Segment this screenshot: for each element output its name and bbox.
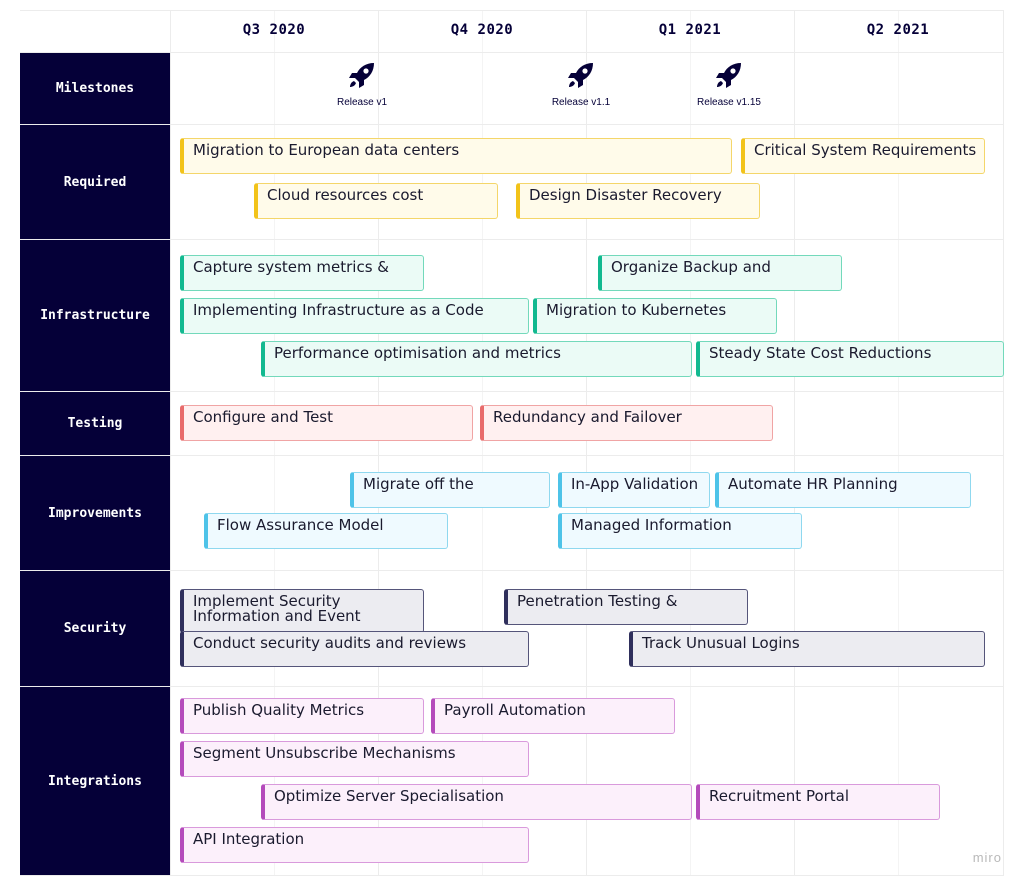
- grid-line: [20, 686, 1004, 687]
- grid-line: [378, 10, 379, 875]
- row-label-testing: Testing: [20, 392, 170, 455]
- grid-line: [20, 52, 1004, 53]
- grid-line: [20, 124, 1004, 125]
- milestone-label: Release v1.15: [697, 97, 761, 108]
- card-migration-european-data-centers[interactable]: Migration to European data centers: [180, 138, 732, 174]
- card-optimize-server-specialisation[interactable]: Optimize Server Specialisation: [261, 784, 692, 820]
- card-steady-state-cost-reductions[interactable]: Steady State Cost Reductions: [696, 341, 1004, 377]
- card-organize-backup[interactable]: Organize Backup and: [598, 255, 842, 291]
- milestone-label: Release v1.1: [551, 97, 611, 108]
- card-migrate-off-the[interactable]: Migrate off the: [350, 472, 550, 508]
- grid-line: [586, 10, 587, 875]
- grid-line: [20, 570, 1004, 571]
- card-redundancy-and-failover[interactable]: Redundancy and Failover: [480, 405, 773, 441]
- card-configure-and-test[interactable]: Configure and Test: [180, 405, 473, 441]
- quarter-header-q4-2020: Q4 2020: [450, 22, 514, 38]
- card-segment-unsubscribe[interactable]: Segment Unsubscribe Mechanisms: [180, 741, 529, 777]
- card-design-disaster-recovery[interactable]: Design Disaster Recovery: [516, 183, 760, 219]
- grid-line: [274, 10, 275, 875]
- card-performance-optimisation[interactable]: Performance optimisation and metrics: [261, 341, 692, 377]
- card-publish-quality-metrics[interactable]: Publish Quality Metrics: [180, 698, 424, 734]
- card-capture-system-metrics[interactable]: Capture system metrics &: [180, 255, 424, 291]
- card-migration-to-kubernetes[interactable]: Migration to Kubernetes: [533, 298, 777, 334]
- rocket-icon: [568, 63, 593, 88]
- card-flow-assurance-model[interactable]: Flow Assurance Model: [204, 513, 448, 549]
- row-label-improvements: Improvements: [20, 456, 170, 570]
- row-label-integrations: Integrations: [20, 687, 170, 875]
- grid-line: [20, 10, 1004, 11]
- card-payroll-automation[interactable]: Payroll Automation: [431, 698, 675, 734]
- card-critical-system-requirements[interactable]: Critical System Requirements: [741, 138, 985, 174]
- milestone-release-v1-1[interactable]: Release v1.1: [531, 60, 631, 108]
- rocket-icon: [716, 63, 741, 88]
- grid-line: [1003, 10, 1004, 875]
- card-recruitment-portal[interactable]: Recruitment Portal: [696, 784, 940, 820]
- milestone-release-v1-15[interactable]: Release v1.15: [679, 60, 779, 108]
- card-implement-security-information[interactable]: Implement Security Information and Event: [180, 589, 424, 633]
- row-label-milestones: Milestones: [20, 53, 170, 124]
- card-in-app-validation[interactable]: In-App Validation: [558, 472, 710, 508]
- card-managed-information[interactable]: Managed Information: [558, 513, 802, 549]
- grid-line: [170, 10, 171, 875]
- grid-line: [20, 875, 1004, 876]
- miro-logo: miro: [972, 850, 1002, 865]
- card-penetration-testing[interactable]: Penetration Testing &: [504, 589, 748, 625]
- quarter-header-q3-2020: Q3 2020: [242, 22, 306, 38]
- card-track-unusual-logins[interactable]: Track Unusual Logins: [629, 631, 985, 667]
- quarter-header-q2-2021: Q2 2021: [866, 22, 930, 38]
- grid-line: [20, 239, 1004, 240]
- rocket-icon: [349, 63, 374, 88]
- card-security-audits-reviews[interactable]: Conduct security audits and reviews: [180, 631, 529, 667]
- card-api-integration[interactable]: API Integration: [180, 827, 529, 863]
- row-label-infrastructure: Infrastructure: [20, 240, 170, 391]
- grid-line: [898, 10, 899, 875]
- milestone-label: Release v1: [336, 97, 388, 108]
- quarter-header-q1-2021: Q1 2021: [658, 22, 722, 38]
- grid-line: [690, 10, 691, 875]
- row-label-required: Required: [20, 125, 170, 239]
- grid-line: [794, 10, 795, 875]
- card-cloud-resources-cost[interactable]: Cloud resources cost: [254, 183, 498, 219]
- card-infrastructure-as-code[interactable]: Implementing Infrastructure as a Code: [180, 298, 529, 334]
- milestone-release-v1[interactable]: Release v1: [312, 60, 412, 108]
- grid-line: [482, 10, 483, 875]
- row-label-security: Security: [20, 571, 170, 686]
- grid-line: [20, 391, 1004, 392]
- card-automate-hr-planning[interactable]: Automate HR Planning: [715, 472, 971, 508]
- grid-line: [20, 455, 1004, 456]
